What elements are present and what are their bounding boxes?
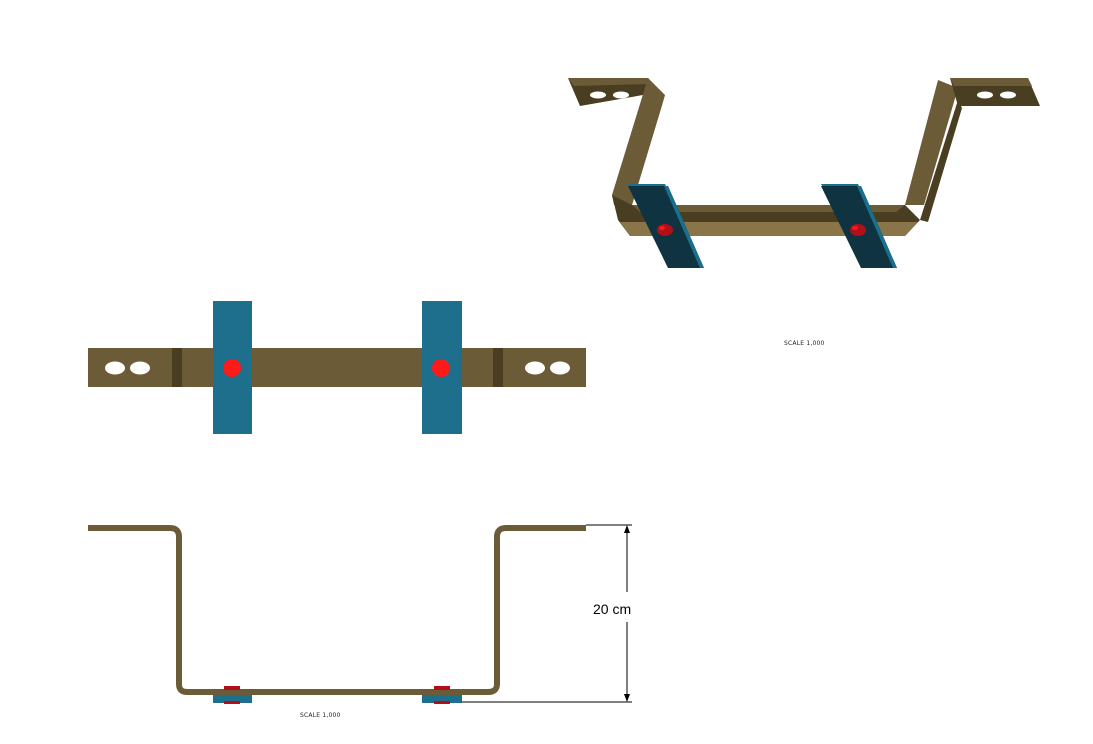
top-slot-1: [105, 361, 125, 375]
dim-height-label: 20 cm: [593, 601, 631, 617]
iso-left-slot-1: [590, 91, 606, 99]
isometric-view: SCALE 1,000: [568, 78, 1040, 347]
front-left-bolt-head: [224, 686, 240, 690]
top-slot-2: [130, 361, 150, 375]
top-left-bolt: [223, 359, 241, 377]
front-left-bolt-nut: [224, 701, 240, 704]
front-right-bolt-nut: [434, 701, 450, 704]
front-right-plate: [422, 695, 462, 703]
front-right-bolt-head: [434, 686, 450, 690]
iso-left-plate: [628, 184, 704, 268]
iso-left-bolt: [657, 224, 673, 236]
top-slot-3: [525, 361, 545, 375]
front-scale-label: SCALE 1,000: [300, 712, 341, 719]
iso-right-slot-1: [977, 91, 993, 99]
iso-left-leg: [612, 78, 665, 205]
iso-left-flange: [568, 78, 660, 106]
height-dimension: 20 cm: [462, 524, 632, 703]
iso-right-bolt: [850, 224, 866, 236]
dim-arrow-bottom: [624, 694, 630, 702]
iso-scale-label: SCALE 1,000: [784, 340, 825, 347]
iso-right-flange: [950, 78, 1040, 106]
top-slot-4: [550, 361, 570, 375]
front-view: SCALE 1,000: [88, 525, 586, 719]
top-view: [88, 301, 586, 434]
iso-right-plate: [821, 184, 897, 268]
dim-arrow-top: [624, 525, 630, 533]
top-right-bolt: [432, 359, 450, 377]
front-profile: [88, 525, 586, 695]
top-bar: [88, 348, 586, 387]
iso-right-slot-2: [1000, 91, 1016, 99]
iso-left-slot-2: [613, 91, 629, 99]
iso-right-leg: [905, 80, 958, 205]
top-right-bend: [493, 348, 503, 387]
front-left-plate: [213, 695, 252, 703]
top-left-bend: [172, 348, 182, 387]
